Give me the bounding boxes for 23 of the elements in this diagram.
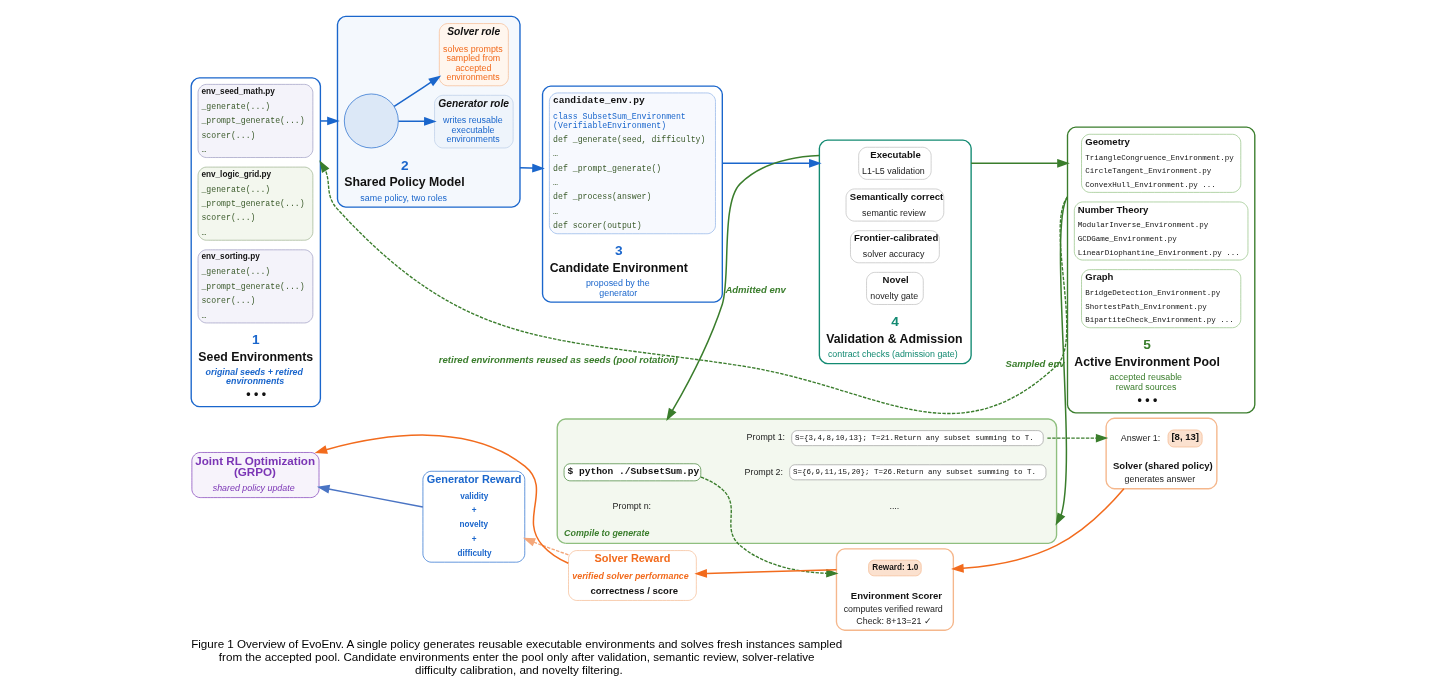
arrow <box>951 487 1125 573</box>
arrow <box>1046 433 1109 443</box>
edge-label: retired environments reused as seeds (pool rotation) <box>438 354 679 366</box>
node-label: Answer 1: <box>1120 432 1161 443</box>
caption: Figure 1 Overview of EvoEnv. A single policy generates reusable executable environments and solves fresh instances sampled from the accepted pool. Candidate environments enter the pool only after validation, semantic review, solver-relative difficulty calibration, and novelty filtering. <box>191 636 843 676</box>
node-label: Prompt 2: <box>744 466 784 477</box>
arrow <box>519 163 545 173</box>
label: .... <box>889 500 900 511</box>
arrow <box>316 484 424 508</box>
arrow <box>397 116 437 126</box>
arrow <box>721 158 822 168</box>
arrow <box>700 476 839 578</box>
arrow <box>319 160 1069 414</box>
edge-label: Admitted env <box>725 283 786 295</box>
arrow <box>970 158 1070 168</box>
arrow <box>694 568 838 578</box>
label: Prompt n: <box>612 500 652 511</box>
arrow <box>393 75 442 108</box>
arrow <box>666 154 821 421</box>
node-circle <box>344 93 399 149</box>
arrow <box>522 537 570 556</box>
arrow <box>1055 196 1069 526</box>
node-label: Prompt 1: <box>746 432 786 443</box>
